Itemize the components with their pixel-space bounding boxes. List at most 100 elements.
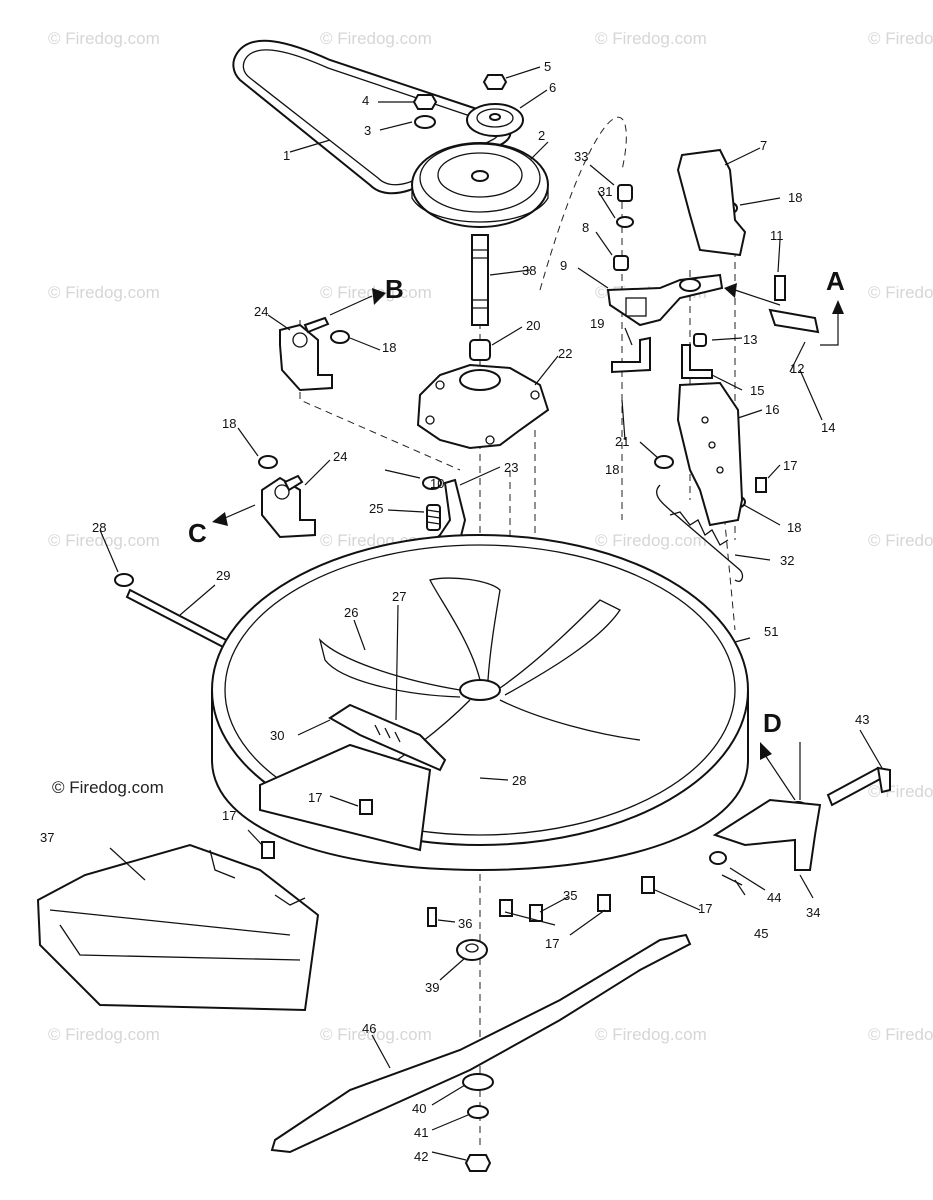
- part-number-label: 40: [412, 1101, 426, 1116]
- blade-bearing: [456, 939, 488, 961]
- part-number-label: 17: [545, 936, 559, 951]
- mower-blade: [270, 933, 692, 1154]
- part-number-label: 17: [783, 458, 797, 473]
- part-number-label: 18: [787, 520, 801, 535]
- leader-lines: [99, 66, 883, 1161]
- part-number-label: 26: [344, 605, 358, 620]
- view-letter-c: C: [188, 518, 207, 548]
- discharge-opening: [259, 743, 432, 852]
- watermark-text: © Firedog.com: [320, 29, 432, 48]
- part-number-label: 12: [790, 361, 804, 376]
- view-arrows: [212, 283, 844, 801]
- bushing: [613, 184, 634, 271]
- part-number-label: 43: [855, 712, 869, 727]
- part-number-label: 15: [750, 383, 764, 398]
- part-number-label: 18: [382, 340, 396, 355]
- part-number-label: 11: [770, 228, 784, 243]
- part-number-label: 17: [222, 808, 236, 823]
- part-number-label: 27: [392, 589, 406, 604]
- view-letter-b: B: [385, 274, 404, 304]
- watermark-text: © Firedog.com: [595, 1025, 707, 1044]
- adjustment-assembly: [328, 703, 447, 772]
- part-number-label: 25: [369, 501, 383, 516]
- part-number-label: 22: [558, 346, 572, 361]
- part-number-label: 42: [414, 1149, 428, 1164]
- view-letter-a: A: [826, 266, 845, 296]
- bracket-link: [768, 275, 820, 334]
- watermark-text: © Firedog.com: [48, 29, 160, 48]
- view-letter-d: D: [763, 708, 782, 738]
- view-letters: A B C D: [188, 266, 845, 738]
- brand-mark: © Firedog.com: [52, 778, 164, 797]
- part-number-label: 18: [788, 190, 802, 205]
- watermark-text: © Firedog.com: [595, 29, 707, 48]
- part-number-label: 2: [538, 128, 545, 143]
- part-number-label: 7: [760, 138, 767, 153]
- blade-washers: [462, 1073, 494, 1172]
- part-number-label: 36: [458, 916, 472, 931]
- part-number-label: 23: [504, 460, 518, 475]
- lift-arm: [606, 273, 724, 327]
- rear-bracket: [709, 766, 891, 886]
- upper-link-bracket: [676, 148, 747, 257]
- part-number-label: 17: [698, 901, 712, 916]
- spindle-shaft: [469, 234, 491, 361]
- part-number-label: 24: [333, 449, 347, 464]
- part-number-label: 14: [821, 420, 835, 435]
- part-number-label: 8: [582, 220, 589, 235]
- part-number-label: 39: [425, 980, 439, 995]
- part-number-label: 16: [765, 402, 779, 417]
- part-number-label: 35: [563, 888, 577, 903]
- part-number-label: 3: [364, 123, 371, 138]
- pivot-bracket-c: [261, 474, 316, 539]
- part-number-label: 5: [544, 59, 551, 74]
- part-number-label: 28: [512, 773, 526, 788]
- part-number-label: 6: [549, 80, 556, 95]
- part-number-label: 46: [362, 1021, 376, 1036]
- deck-pulley: [411, 142, 549, 228]
- part-number-label: 41: [414, 1125, 428, 1140]
- part-number-label: 29: [216, 568, 230, 583]
- grass-chute-deflector: [36, 843, 320, 1012]
- part-number-label: 20: [526, 318, 540, 333]
- watermark-text: © Firedog.com: [595, 531, 707, 550]
- part-number-label: 24: [254, 304, 268, 319]
- part-number-label: 13: [743, 332, 757, 347]
- watermark-text: © Firedog.com: [868, 782, 933, 801]
- part-number-label: 18: [222, 416, 236, 431]
- part-number-label: 17: [308, 790, 322, 805]
- part-number-label: 38: [522, 263, 536, 278]
- watermark-text: © Firedog.com: [868, 283, 933, 302]
- part-number-label: 44: [767, 890, 781, 905]
- compression-spring: [426, 504, 441, 531]
- part-number-label: 10: [430, 476, 444, 491]
- part-number-label: 18: [605, 462, 619, 477]
- mower-deck-housing: [211, 534, 749, 872]
- part-number-label: 28: [92, 520, 106, 535]
- watermark-text: © Firedog.com: [48, 1025, 160, 1044]
- part-number-label: 30: [270, 728, 284, 743]
- part-number-label: 19: [590, 316, 604, 331]
- part-number-label: 34: [806, 905, 820, 920]
- part-number-label: 4: [362, 93, 369, 108]
- watermark-text: © Firedog.com: [320, 1025, 432, 1044]
- lower-link-bracket: [676, 381, 744, 527]
- watermark-text: © Firedog.com: [868, 29, 933, 48]
- part-number-label: 9: [560, 258, 567, 273]
- pivot-bracket-b: [279, 316, 333, 392]
- watermark-text: © Firedog.com: [48, 283, 160, 302]
- part-number-label: 1: [283, 148, 290, 163]
- hex-nut: [412, 74, 508, 129]
- watermark-text: © Firedog.com: [868, 531, 933, 550]
- spindle-housing: [416, 363, 550, 450]
- part-number-label: 33: [574, 149, 588, 164]
- watermark-text: © Firedog.com: [868, 1025, 933, 1044]
- idler-pulley: [466, 103, 524, 137]
- angle-bracket: [611, 333, 713, 379]
- part-number-labels: 1234567891011121314151617171717171818181…: [40, 59, 869, 1164]
- part-number-label: 37: [40, 830, 54, 845]
- part-number-label: 45: [754, 926, 768, 941]
- extension-spring: [656, 484, 744, 582]
- part-number-label: 51: [764, 624, 778, 639]
